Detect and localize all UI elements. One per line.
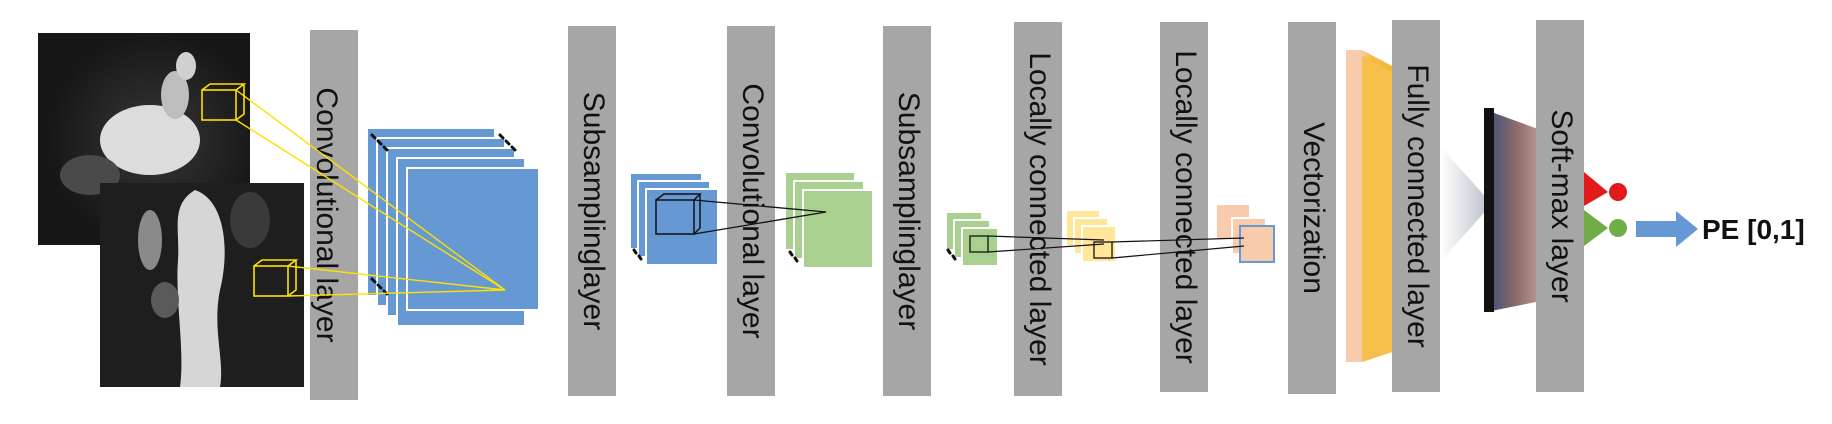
input-receptive-field-bottom xyxy=(253,259,299,297)
subsampling1-feature-maps xyxy=(629,172,719,266)
layer-label: Subsamplinglayer xyxy=(892,92,925,330)
layer-bar-vectorization: Vectorization xyxy=(1288,22,1336,394)
layer-label: Locally connected layer xyxy=(1023,52,1056,366)
layer-label: Vectorization xyxy=(1297,122,1330,294)
layer-label: Soft-max layer xyxy=(1545,109,1578,302)
input-receptive-field-top xyxy=(201,83,247,121)
softmax-input-block xyxy=(1484,108,1546,312)
layer-bar-subsampling-2: Subsamplinglayer xyxy=(883,26,931,396)
output-arrow-icon xyxy=(1636,211,1698,247)
output-label: PE [0,1] xyxy=(1702,214,1805,245)
local2-connection-lines xyxy=(1111,237,1245,259)
input-ct-image-bottom xyxy=(100,183,304,387)
layer-bar-locally-connected-1: Locally connected layer xyxy=(1014,22,1062,396)
local1-connection-lines xyxy=(987,235,1105,253)
local1-feature-maps xyxy=(1065,209,1117,263)
layer-label: Subsamplinglayer xyxy=(577,92,610,330)
layer-label: Locally connected layer xyxy=(1169,50,1202,364)
subsampling2-feature-maps xyxy=(945,211,999,267)
layer-bar-convolutional-2: Convolutional layer xyxy=(727,26,775,396)
layer-label: Convolutional layer xyxy=(310,87,343,342)
layer-bar-subsampling-1: Subsamplinglayer xyxy=(568,26,616,396)
conv2-connection-lines xyxy=(693,199,827,235)
conv1-feature-maps xyxy=(366,127,540,327)
layer-label: Fully connected layer xyxy=(1401,64,1434,347)
layer-bar-locally-connected-2: Locally connected layer xyxy=(1160,22,1208,392)
layer-bar-convolutional-1: Convolutional layer xyxy=(310,30,358,400)
output-node-green xyxy=(1584,210,1627,246)
receptive-field-projection xyxy=(235,89,506,297)
layer-label: Convolutional layer xyxy=(736,83,769,338)
fully-connected-triangle xyxy=(1440,146,1492,262)
conv2-feature-maps xyxy=(784,171,874,269)
vectorized-feature-prism xyxy=(1346,50,1392,362)
output-node-red xyxy=(1584,172,1627,206)
layer-bar-fully-connected: Fully connected layer xyxy=(1392,20,1440,392)
layer-bar-softmax: Soft-max layer xyxy=(1536,20,1584,392)
local2-feature-maps xyxy=(1215,203,1275,263)
